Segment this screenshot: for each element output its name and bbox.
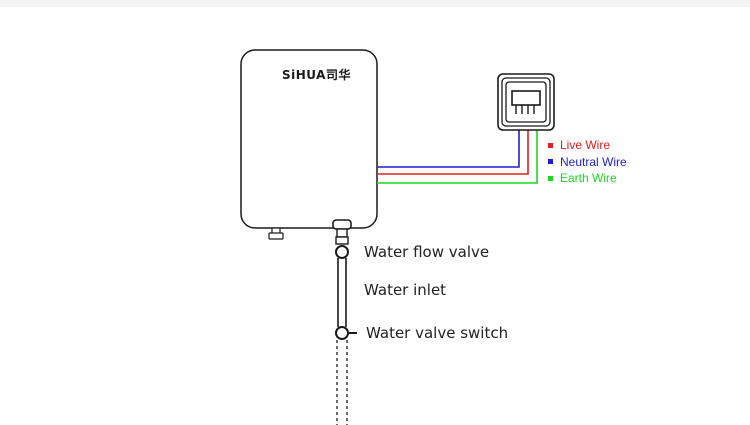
water-heater-body bbox=[240, 49, 378, 229]
neutral-wire bbox=[377, 123, 520, 168]
legend-item-neutral: Neutral Wire bbox=[548, 154, 627, 171]
live-wire bbox=[377, 123, 529, 175]
legend-label-live: Live Wire bbox=[560, 138, 611, 152]
earth-swatch bbox=[548, 175, 553, 181]
wires bbox=[377, 123, 538, 184]
water-flow-valve bbox=[335, 245, 349, 259]
water-flow-valve-label: Water flow valve bbox=[364, 243, 490, 261]
legend-label-earth: Earth Wire bbox=[560, 171, 617, 185]
water-valve-switch bbox=[335, 326, 357, 340]
inlet-fitting bbox=[332, 219, 352, 245]
wall-socket bbox=[497, 73, 555, 131]
dashed-supply-pipe bbox=[336, 340, 348, 425]
top-background-band bbox=[0, 0, 750, 7]
earth-wire bbox=[377, 123, 538, 184]
legend-item-live: Live Wire bbox=[548, 137, 627, 154]
water-valve-switch-label: Water valve switch bbox=[366, 324, 509, 342]
neutral-swatch bbox=[548, 159, 553, 165]
wire-legend: Live Wire Neutral Wire Earth Wire bbox=[548, 137, 627, 187]
brand-logo: SiHUA司华 bbox=[282, 68, 351, 82]
legend-label-neutral: Neutral Wire bbox=[560, 154, 627, 169]
water-inlet-pipe bbox=[337, 258, 347, 327]
water-inlet-label: Water inlet bbox=[364, 281, 447, 299]
live-swatch bbox=[548, 142, 553, 148]
outlet-nozzle bbox=[268, 227, 284, 240]
legend-item-earth: Earth Wire bbox=[548, 170, 627, 187]
